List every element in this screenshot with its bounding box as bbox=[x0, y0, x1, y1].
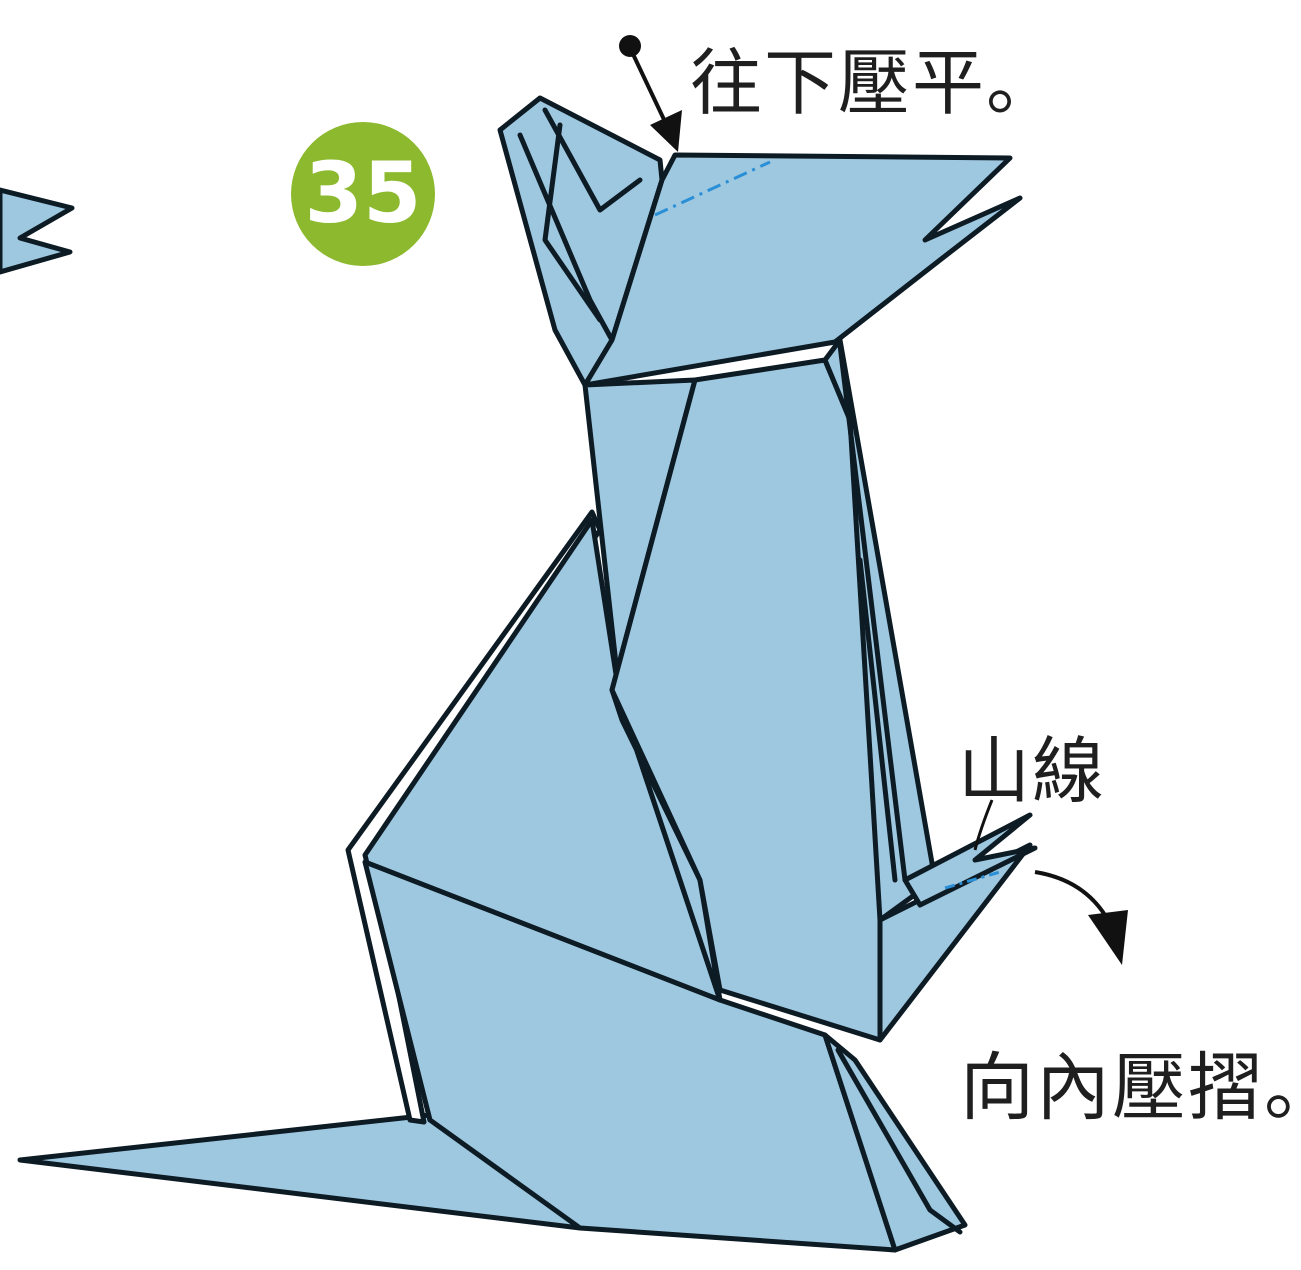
mountain-fold-label: 山線 bbox=[958, 729, 1107, 813]
kangaroo-head bbox=[582, 152, 1023, 388]
inside-fold-arrow bbox=[1034, 870, 1110, 921]
previous-step-fragment bbox=[0, 187, 75, 275]
inside-fold-arrow-head bbox=[1088, 910, 1128, 965]
step-number-badge: 35 bbox=[291, 122, 435, 266]
push-arrow-shaft bbox=[630, 51, 670, 129]
valley-fold-line bbox=[654, 160, 771, 217]
back-layer-crease bbox=[837, 342, 908, 883]
mountain-fold-pointer bbox=[973, 799, 994, 851]
foot-crease bbox=[835, 1047, 963, 1235]
step-number: 35 bbox=[305, 144, 422, 242]
valley-fold-line bbox=[944, 870, 1001, 890]
step-badge-circle bbox=[291, 122, 435, 266]
push-point-dot bbox=[619, 35, 641, 57]
back-layer-crease bbox=[857, 557, 898, 883]
flatten-down-label: 往下壓平。 bbox=[690, 41, 1061, 125]
ear-crease bbox=[542, 122, 603, 323]
kangaroo-paw-tip bbox=[902, 812, 1038, 908]
inside-reverse-fold-label: 向內壓摺。 bbox=[960, 1045, 1301, 1131]
ear-crease bbox=[517, 132, 615, 343]
push-arrow-head bbox=[650, 110, 682, 152]
ear-crease bbox=[542, 107, 643, 213]
